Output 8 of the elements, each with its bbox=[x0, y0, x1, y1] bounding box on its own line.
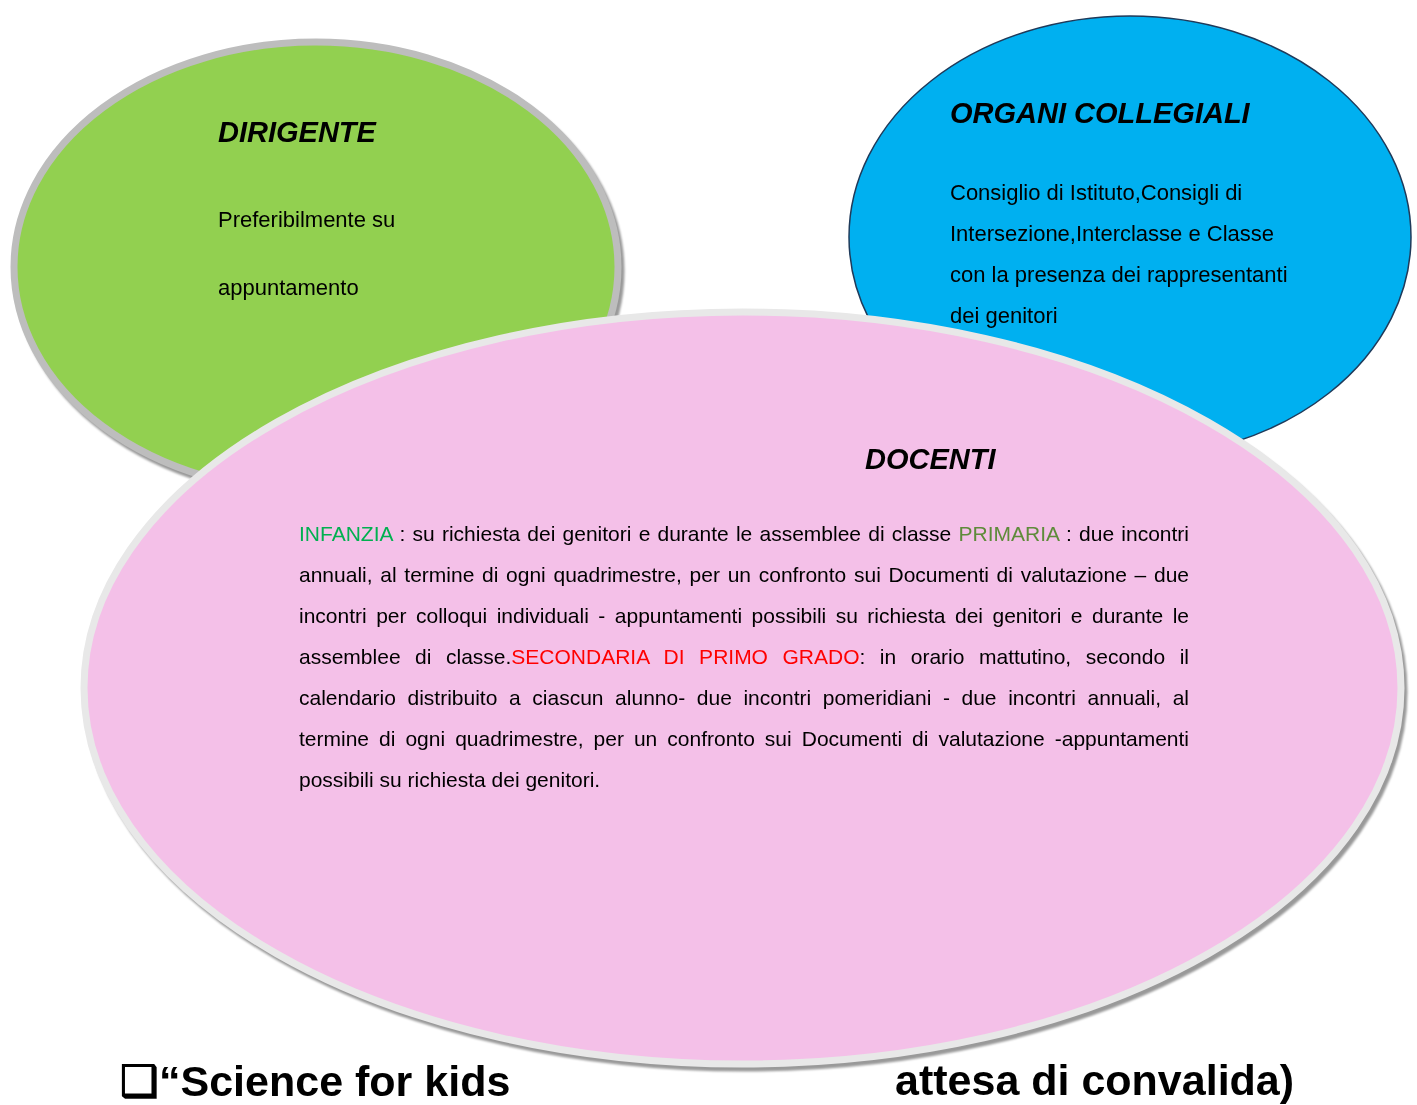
heading-text: ❑“Science for kids bbox=[120, 1056, 511, 1105]
heading: DIRIGENTE bbox=[218, 116, 376, 149]
heading: ORGANI COLLEGIALI bbox=[950, 97, 1250, 130]
heading: DOCENTI bbox=[865, 443, 996, 476]
body-text: Preferibilmente su appuntamento bbox=[218, 206, 397, 302]
body-text: Consiglio di Istituto,Consigli di Intersezione,Interclasse e Classe con la presenza dei rappresentanti dei genitori bbox=[950, 179, 1289, 330]
body-text: INFANZIA : su richiesta dei genitori e durante le assemblee di classe PRIMARIA : due incontri annuali, al termine di ogni quadrimestre, per un confronto sui Documenti di valutazione – due incontri per colloqui individuali - appuntamenti possibili su richiesta dei genitori e durante le assemblee di classe.SECONDARIA DI PRIMO GRADO: in orario mattutino, secondo il calendario distribuito a ciascun alunno- due incontri pomeridiani - due incontri annuali, al termine di ogni quadrimestre, per un confronto sui Documenti di valutazione -appuntamenti possibili su richiesta dei genitori. bbox=[299, 521, 1189, 793]
heading-text: attesa di convalida) bbox=[895, 1056, 1295, 1105]
